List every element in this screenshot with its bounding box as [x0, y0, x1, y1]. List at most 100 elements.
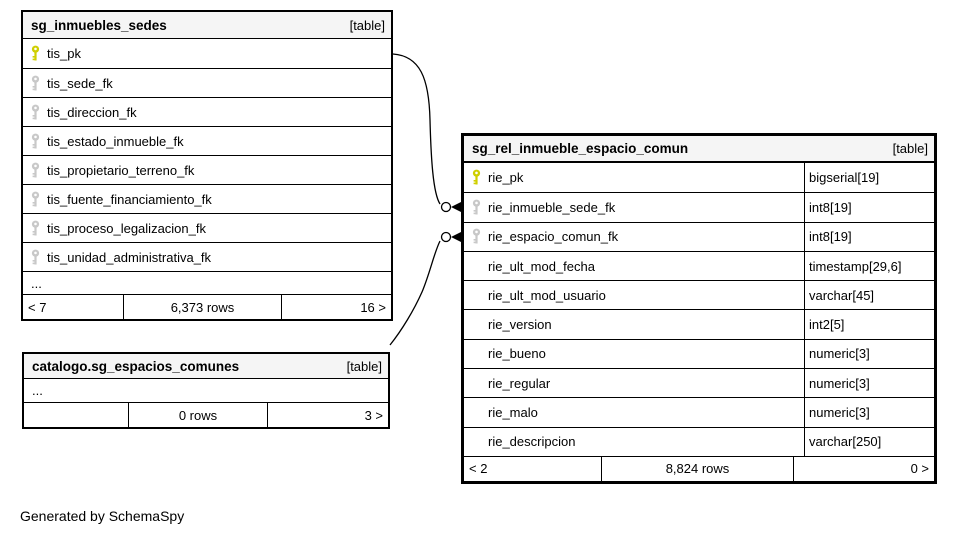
key-icon-placeholder: [471, 287, 482, 304]
hidden-columns-ellipsis: ...: [32, 383, 43, 398]
column-type-cell: varchar[250]: [805, 428, 934, 456]
column-type-cell: int2[5]: [805, 310, 934, 338]
column-name-cell: tis_proceso_legalizacion_fk: [23, 214, 391, 242]
table-type-badge: [table]: [892, 141, 928, 156]
foreign-key-icon: [31, 249, 40, 264]
table-node-catalogo-sg-espacios-comunes[interactable]: catalogo.sg_espacios_comunes [table] ...…: [22, 352, 390, 429]
column-type-cell: int8[19]: [805, 223, 934, 251]
column-row-tis_proceso_legalizacion_fk[interactable]: tis_proceso_legalizacion_fk: [23, 213, 391, 242]
column-type: numeric[3]: [809, 405, 870, 421]
column-name-cell: tis_fuente_financiamiento_fk: [23, 185, 391, 213]
key-icon-placeholder: [471, 316, 482, 333]
footer-row-count: 8,824 rows: [601, 456, 793, 481]
table-footer: < 7 6,373 rows 16 >: [23, 294, 391, 319]
key-icon-placeholder: [471, 433, 482, 450]
column-row-tis_sede_fk[interactable]: tis_sede_fk: [23, 68, 391, 97]
column-type: int8[19]: [809, 199, 852, 215]
column-name-cell: rie_regular: [464, 369, 805, 398]
column-name-cell: tis_propietario_terreno_fk: [23, 156, 391, 184]
column-name: tis_proceso_legalizacion_fk: [47, 220, 206, 236]
column-row-rie_espacio_comun_fk[interactable]: rie_espacio_comun_fk int8[19]: [464, 221, 934, 251]
column-name: rie_regular: [488, 375, 551, 391]
column-type-cell: bigserial[19]: [805, 163, 934, 192]
table-type-badge: [table]: [346, 358, 382, 374]
column-name-cell: rie_inmueble_sede_fk: [464, 193, 805, 222]
column-type: bigserial[19]: [809, 170, 880, 186]
table-title: sg_rel_inmueble_espacio_comun: [472, 141, 689, 156]
footer-parents-count: < 7: [28, 299, 47, 315]
column-name-cell: rie_espacio_comun_fk: [464, 222, 805, 251]
column-row-rie_malo[interactable]: rie_malo numeric[3]: [464, 397, 934, 427]
primary-key-icon: [472, 169, 481, 185]
column-row-rie_ult_mod_fecha[interactable]: rie_ult_mod_fecha timestamp[29,6]: [464, 250, 934, 281]
column-type: timestamp[29,6]: [809, 258, 902, 274]
table-title: catalogo.sg_espacios_comunes: [32, 358, 240, 374]
column-row-rie_inmueble_sede_fk[interactable]: rie_inmueble_sede_fk int8[19]: [464, 192, 934, 222]
column-name: rie_version: [488, 317, 552, 333]
foreign-key-icon: [31, 133, 40, 148]
footer-parents-count: [24, 403, 128, 427]
foreign-key-icon: [472, 228, 481, 244]
column-name-cell: rie_version: [464, 310, 805, 339]
column-row-rie_bueno[interactable]: rie_bueno numeric[3]: [464, 338, 934, 369]
column-name-cell: rie_bueno: [464, 339, 805, 369]
column-type-cell: numeric[3]: [805, 398, 934, 426]
edge-endpoint-circle: [440, 231, 452, 243]
column-row-tis_fuente_financiamiento_fk[interactable]: tis_fuente_financiamiento_fk: [23, 184, 391, 213]
footer-children-count: 16 >: [281, 295, 391, 319]
relationship-line-tis-pk: [392, 53, 441, 205]
table-header[interactable]: catalogo.sg_espacios_comunes [table]: [24, 354, 388, 379]
foreign-key-icon: [31, 75, 40, 90]
column-type-cell: numeric[3]: [805, 340, 934, 368]
column-type-cell: varchar[45]: [805, 281, 934, 309]
column-row-tis_pk[interactable]: tis_pk: [23, 39, 391, 68]
column-type: varchar[250]: [809, 434, 882, 450]
column-name: rie_malo: [488, 405, 538, 421]
table-node-sg-rel-inmueble-espacio-comun[interactable]: sg_rel_inmueble_espacio_comun [table] ri…: [461, 133, 937, 484]
column-row-tis_direccion_fk[interactable]: tis_direccion_fk: [23, 97, 391, 126]
column-row-rie_version[interactable]: rie_version int2[5]: [464, 309, 934, 339]
column-name: tis_propietario_terreno_fk: [47, 162, 195, 178]
table-header[interactable]: sg_rel_inmueble_espacio_comun [table]: [464, 136, 934, 163]
column-row-rie_descripcion[interactable]: rie_descripcion varchar[250]: [464, 426, 934, 456]
table-header[interactable]: sg_inmuebles_sedes [table]: [23, 12, 391, 39]
column-row-rie_regular[interactable]: rie_regular numeric[3]: [464, 368, 934, 398]
column-name-cell: tis_unidad_administrativa_fk: [23, 243, 391, 271]
column-row-tis_unidad_administrativa_fk[interactable]: tis_unidad_administrativa_fk: [23, 242, 391, 271]
foreign-key-icon: [31, 104, 40, 119]
column-name: rie_ult_mod_fecha: [488, 258, 595, 274]
table-footer: 0 rows 3 >: [24, 402, 388, 427]
column-type-cell: int8[19]: [805, 193, 934, 221]
column-name: tis_pk: [47, 46, 81, 61]
column-name: tis_unidad_administrativa_fk: [47, 249, 212, 265]
primary-key-icon: [31, 45, 40, 61]
column-row-tis_propietario_terreno_fk[interactable]: tis_propietario_terreno_fk: [23, 155, 391, 184]
column-type-cell: numeric[3]: [805, 369, 934, 397]
key-icon-placeholder: [471, 345, 482, 362]
table-node-sg-inmuebles-sedes[interactable]: sg_inmuebles_sedes [table] tis_pk tis_sed…: [21, 10, 393, 321]
column-name: rie_bueno: [488, 346, 546, 362]
foreign-key-icon: [31, 191, 40, 206]
key-icon-placeholder: [471, 404, 482, 421]
footer-children-count: 0 >: [793, 456, 934, 481]
edge-endpoint-circle: [440, 201, 452, 213]
column-name: rie_descripcion: [488, 434, 576, 450]
column-name: rie_espacio_comun_fk: [488, 229, 619, 245]
column-name-cell: tis_sede_fk: [23, 69, 391, 97]
relationship-line-espacios-comunes: [389, 240, 441, 346]
column-name-cell: tis_pk: [23, 39, 391, 68]
edge-arrowhead: [451, 202, 461, 212]
column-row-tis_estado_inmueble_fk[interactable]: tis_estado_inmueble_fk: [23, 126, 391, 155]
column-name-cell: rie_ult_mod_usuario: [464, 281, 805, 310]
key-icon-placeholder: [471, 375, 482, 392]
column-name-cell: tis_direccion_fk: [23, 98, 391, 126]
column-name: tis_sede_fk: [47, 75, 113, 91]
column-name: rie_inmueble_sede_fk: [488, 199, 616, 215]
column-name: tis_fuente_financiamiento_fk: [47, 191, 212, 207]
column-name-cell: rie_ult_mod_fecha: [464, 251, 805, 281]
